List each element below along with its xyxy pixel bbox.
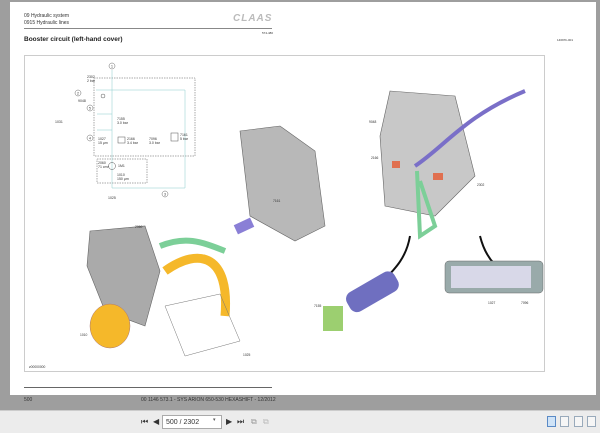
callout-4: 4: [89, 137, 91, 141]
claas-logo: CLAAS: [233, 13, 273, 24]
oil-filter: [89, 303, 131, 349]
label-7161-pressure: 5 bar: [180, 137, 189, 141]
label-2302-pressure: 2 bar: [87, 79, 96, 83]
pump-block-outline: [96, 158, 148, 184]
illus-label-7096: 7096: [521, 301, 529, 305]
illus-label-1027: 1027: [488, 301, 496, 305]
paste-icon[interactable]: ⧉: [263, 417, 269, 426]
label-7096-pressure: 3.0 bar: [149, 141, 161, 145]
header-divider: [24, 28, 272, 29]
valve-block-outline: [93, 77, 196, 157]
green-pipe: [158, 237, 227, 254]
callout-1: 1: [111, 65, 113, 69]
last-page-icon[interactable]: ⏭: [237, 417, 245, 426]
two-page-continuous-button[interactable]: [587, 416, 596, 427]
filter-cutaway: [444, 260, 544, 294]
label-2302: 2302: [87, 75, 95, 79]
callout-3: 3: [164, 193, 166, 197]
document-page: 09 Hydraulic system 0915 Hydraulic lines…: [10, 2, 596, 403]
illus-label-1010: 1010: [80, 333, 88, 337]
oil-pan: [164, 293, 241, 357]
chapter-title: 09 Hydraulic system: [24, 13, 70, 19]
label-2060-volume: 71 cm³: [98, 165, 110, 169]
illus-label-7161: 7161: [273, 199, 281, 203]
label-2060: 2060: [98, 161, 106, 165]
first-page-icon[interactable]: ⏮: [141, 417, 149, 426]
valve-block: [379, 89, 526, 240]
copy-icon[interactable]: ⧉: [251, 417, 257, 426]
figure-code: 14697b-001: [557, 38, 574, 42]
label-1027: 1027: [98, 137, 106, 141]
hydraulic-schematic: [93, 70, 196, 189]
purple-fitting: [233, 217, 255, 235]
return-line: [96, 89, 186, 189]
footer-divider: [24, 387, 272, 388]
label-1031: 1031: [55, 120, 63, 124]
label-1010: 1010: [117, 173, 125, 177]
document-id: 00 1146 573.1 - SYS ARION 650-530 HEXASH…: [141, 397, 276, 403]
label-1025: 1025: [108, 196, 116, 200]
two-page-view-button[interactable]: [574, 416, 583, 427]
next-page-icon[interactable]: ▶: [226, 417, 233, 426]
page-number: 500: [24, 397, 33, 403]
illus-label-2302: 2302: [477, 183, 485, 187]
pump-assembly: [86, 225, 241, 357]
page-input[interactable]: [162, 415, 222, 429]
gearbox-cover: [239, 125, 326, 242]
yellow-suction-pipe: [162, 253, 231, 317]
purple-pipe: [413, 89, 526, 168]
illus-label-2060: 2060: [135, 225, 143, 229]
single-page-view-button[interactable]: [547, 416, 556, 427]
illus-label-2166: 2166: [371, 156, 379, 160]
green-loop-pipe: [415, 170, 438, 240]
label-1027-filter: 15 µm: [98, 141, 108, 145]
image-id: z00000000: [29, 365, 45, 369]
header-code: 574-480: [262, 31, 274, 35]
illus-label-1025: 1025: [243, 353, 251, 357]
label-1M1: 1M1: [118, 164, 125, 168]
pdf-toolbar: ⏮ ◀ ▾ ▶ ⏭ ⧉ ⧉: [0, 410, 600, 433]
page-dropdown-icon[interactable]: ▾: [213, 417, 216, 423]
label-7161: 7161: [180, 133, 188, 137]
label-1010-filter: 150 µm: [117, 177, 129, 181]
continuous-view-button[interactable]: [560, 416, 569, 427]
previous-page-icon[interactable]: ◀: [153, 417, 160, 426]
callout-5: 5: [89, 107, 91, 111]
illus-label-7155: 7155: [314, 304, 322, 308]
label-2166: 2166: [127, 137, 135, 141]
label-7096: 7096: [149, 137, 157, 141]
illus-label-9048: 9048: [369, 120, 377, 124]
label-2166-pressure: 3.4 bar: [127, 141, 139, 145]
filter-housing: [323, 271, 399, 331]
callout-2: 2: [77, 92, 79, 96]
label-7155-pressure: 3.0 bar: [117, 121, 129, 125]
label-7155: 7155: [117, 117, 125, 121]
label-9048: 9048: [78, 99, 86, 103]
page-header: 09 Hydraulic system 0915 Hydraulic lines: [24, 13, 69, 26]
section-title: 0915 Hydraulic lines: [24, 19, 70, 26]
page-title: Booster circuit (left-hand cover): [24, 36, 123, 43]
red-sensor: [392, 161, 400, 168]
